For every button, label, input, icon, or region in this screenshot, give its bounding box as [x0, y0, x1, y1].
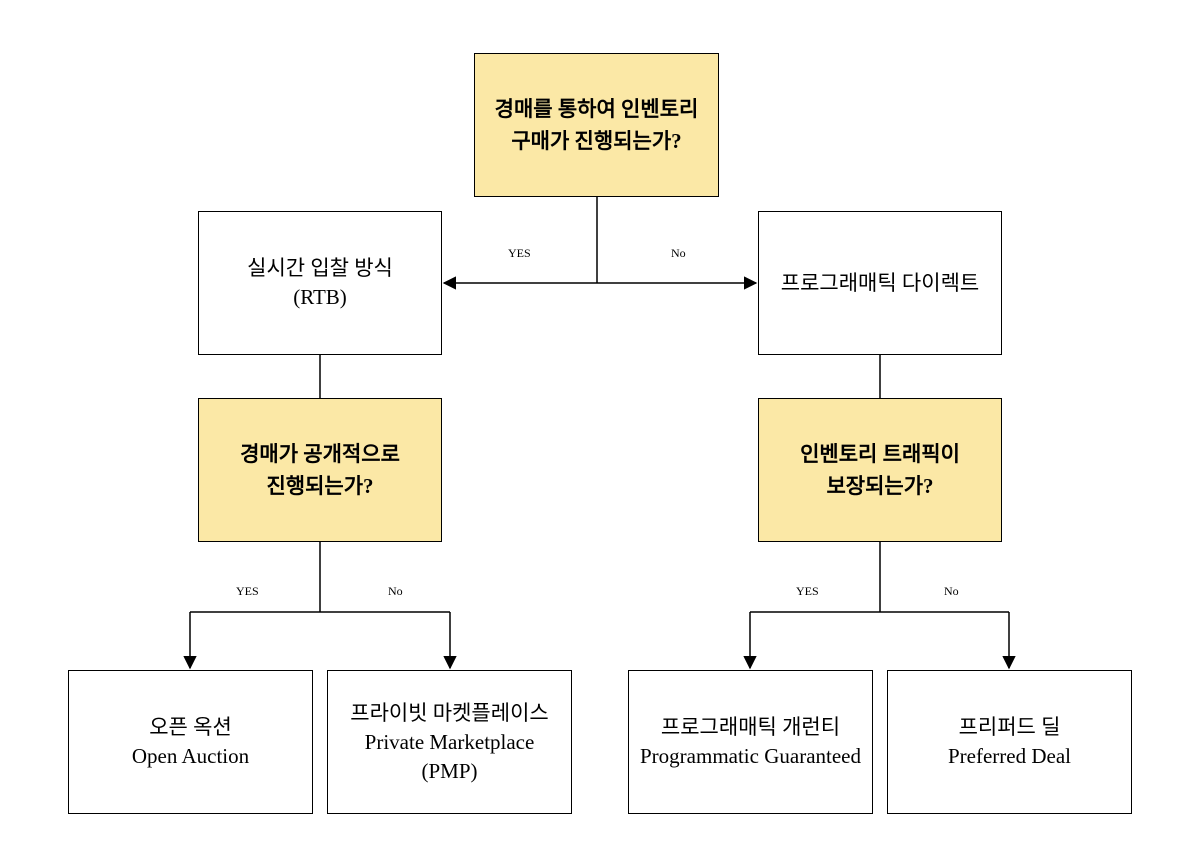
programmatic-guaranteed-box: 프로그래매틱 개런티 Programmatic Guaranteed: [628, 670, 873, 814]
pmp-line3: (PMP): [421, 758, 478, 783]
rtb-line1: 실시간 입찰 방식: [247, 256, 393, 280]
open-auction-question-line1: 경매가 공개적으로: [240, 442, 400, 466]
open-auction-line1: 오픈 옥션: [149, 715, 232, 739]
programmatic-guaranteed-line2: Programmatic Guaranteed: [640, 744, 861, 768]
edge-label-right-yes: YES: [796, 584, 819, 598]
preferred-deal-line2: Preferred Deal: [947, 744, 1071, 768]
rtb-line2: (RTB): [293, 285, 347, 309]
programmatic-direct-box: 프로그래매틱 다이렉트: [758, 211, 1002, 355]
root-question-line2: 구매가 진행되는가?: [511, 129, 682, 153]
open-auction-question-box: 경매가 공개적으로 진행되는가?: [198, 398, 442, 542]
root-question-line1: 경매를 통하여 인벤토리: [494, 97, 699, 121]
programmatic-direct-line1: 프로그래매틱 다이렉트: [780, 270, 980, 295]
open-auction-box: 오픈 옥션 Open Auction: [68, 670, 313, 814]
edge-label-left-no: No: [388, 584, 403, 598]
traffic-guaranteed-question-line1: 인벤토리 트래픽이: [800, 442, 960, 466]
root-question-box: 경매를 통하여 인벤토리 구매가 진행되는가?: [474, 53, 719, 197]
pmp-box: 프라이빗 마켓플레이스 Private Marketplace (PMP): [327, 670, 572, 814]
edge-label-root-yes: YES: [508, 246, 531, 260]
edge-label-left-yes: YES: [236, 584, 259, 598]
open-auction-line2: Open Auction: [131, 744, 250, 768]
rtb-box: 실시간 입찰 방식 (RTB): [198, 211, 442, 355]
edge-label-right-no: No: [944, 584, 959, 598]
traffic-guaranteed-question-line2: 보장되는가?: [826, 474, 934, 498]
pmp-line2: Private Marketplace: [364, 729, 535, 754]
traffic-guaranteed-question-box: 인벤토리 트래픽이 보장되는가?: [758, 398, 1002, 542]
edge-label-root-no: No: [671, 246, 686, 260]
preferred-deal-box: 프리퍼드 딜 Preferred Deal: [887, 670, 1132, 814]
preferred-deal-line1: 프리퍼드 딜: [958, 715, 1061, 739]
programmatic-guaranteed-line1: 프로그래매틱 개런티: [660, 715, 841, 739]
open-auction-question-line2: 진행되는가?: [266, 474, 374, 498]
pmp-line1: 프라이빗 마켓플레이스: [350, 700, 549, 725]
